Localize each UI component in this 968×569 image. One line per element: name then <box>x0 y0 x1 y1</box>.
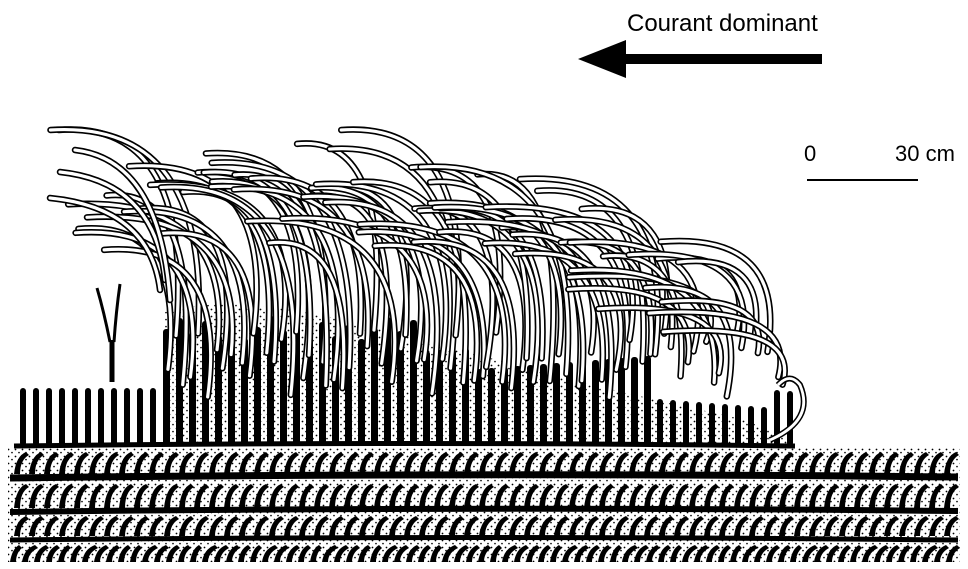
scale-zero-label: 0 <box>804 141 816 167</box>
shoot-base <box>137 388 143 446</box>
shoot-base <box>488 368 495 446</box>
shoot-base <box>696 402 702 446</box>
current-direction-arrow-icon <box>578 40 822 78</box>
shoot-base <box>709 403 715 446</box>
shoot-base <box>423 351 430 446</box>
scale-max-label: 30 cm <box>895 141 955 167</box>
shoot-base <box>592 360 599 446</box>
shoot-base <box>722 404 728 446</box>
sediment-layers <box>8 444 960 563</box>
shoot-base <box>644 356 651 446</box>
shoot-base <box>371 328 378 446</box>
shoot-base <box>761 407 767 446</box>
shoot-base <box>631 357 638 446</box>
shoot-base <box>280 330 287 446</box>
shoot-base <box>748 406 754 446</box>
shoot-base <box>553 363 560 446</box>
shoot-base <box>98 388 104 446</box>
shoot-base <box>33 388 39 446</box>
shoot-base <box>72 388 78 446</box>
current-label: Courant dominant <box>627 10 818 38</box>
shoot-base <box>150 388 156 446</box>
shoot-base <box>735 405 741 446</box>
shoot-base <box>657 399 663 446</box>
shoot-base <box>670 400 676 446</box>
shoot-base <box>124 388 130 446</box>
shoot-base <box>85 388 91 446</box>
shoot-base <box>111 388 117 446</box>
shoot-base <box>540 364 547 446</box>
shoot-base <box>358 339 365 446</box>
shoot-base <box>787 391 793 446</box>
leaf-fill <box>60 172 165 280</box>
shoot-base <box>683 401 689 446</box>
shoot-base <box>46 388 52 446</box>
shoot-base <box>59 388 65 446</box>
shoot-base <box>410 320 417 446</box>
shoot-base <box>20 388 26 446</box>
young-shoot <box>97 284 120 382</box>
